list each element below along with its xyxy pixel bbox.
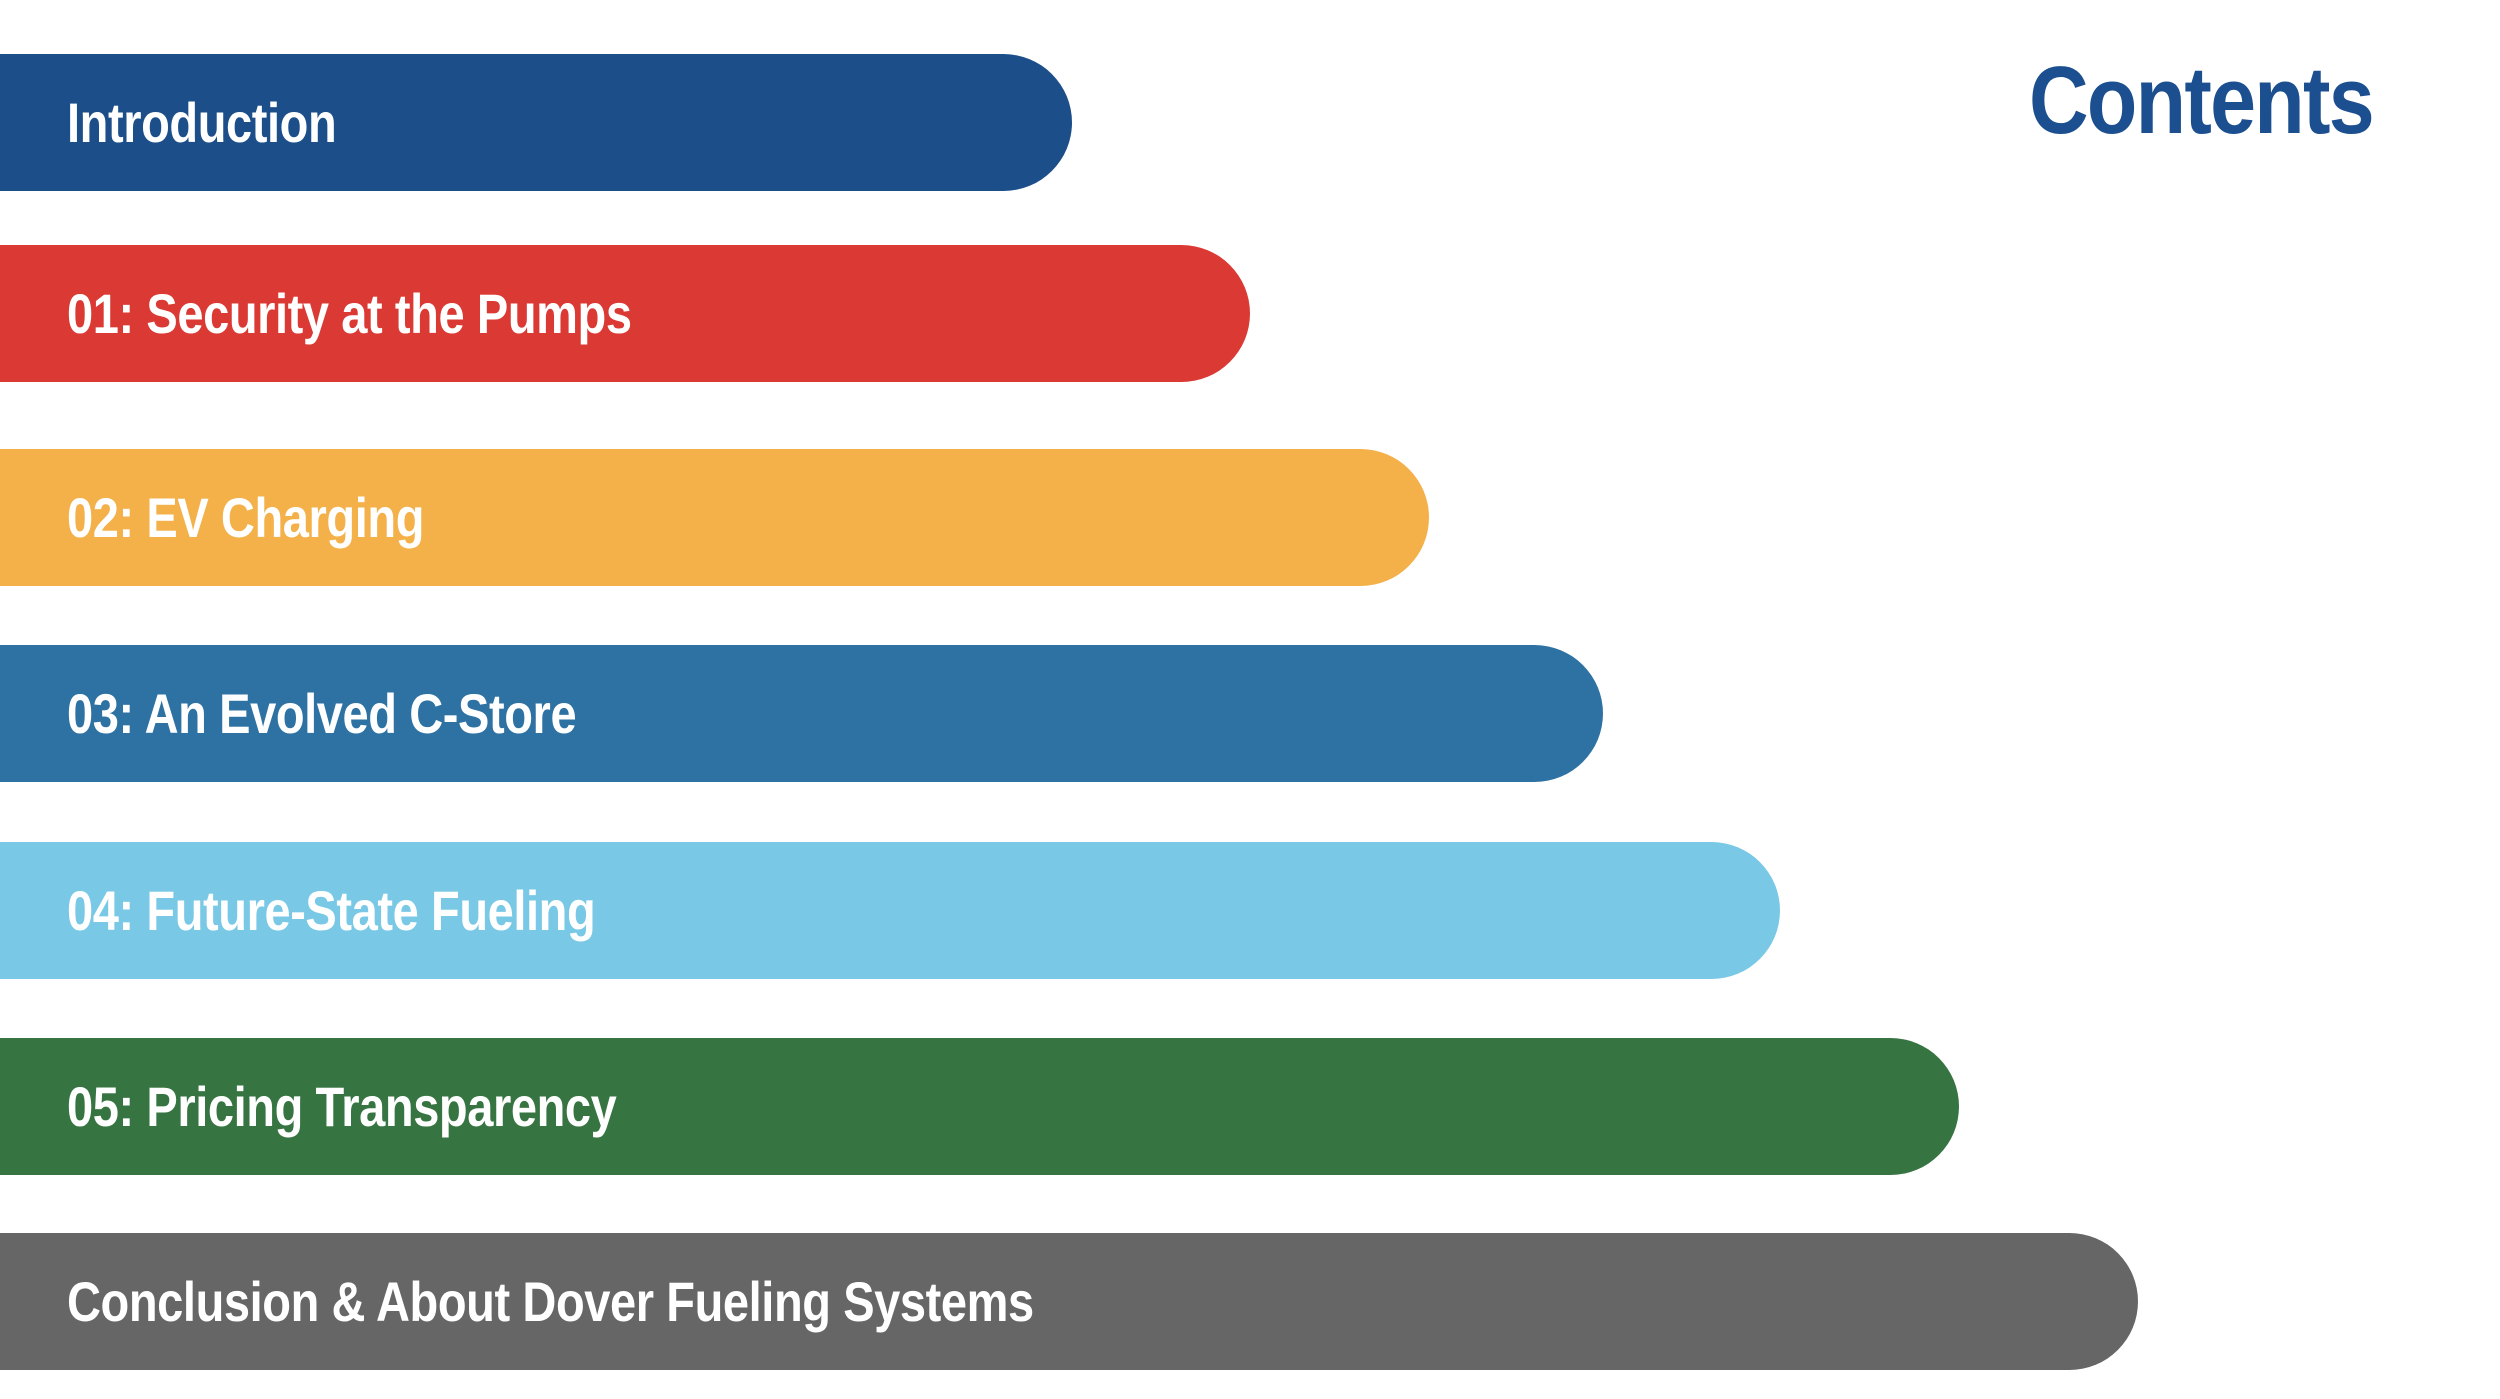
toc-item-label: 01: Security at the Pumps <box>67 282 632 345</box>
toc-item-label: Introduction <box>67 91 337 154</box>
toc-item-evolved-c-store[interactable]: 03: An Evolved C-Store <box>0 645 1603 782</box>
toc-item-future-state-fueling[interactable]: 04: Future-State Fueling <box>0 842 1780 979</box>
toc-item-label: 03: An Evolved C-Store <box>67 682 577 745</box>
toc-item-label: 05: Pricing Transparency <box>67 1075 617 1138</box>
toc-item-label: 02: EV Charging <box>67 486 425 549</box>
toc-item-ev-charging[interactable]: 02: EV Charging <box>0 449 1429 586</box>
toc-item-label: 04: Future-State Fueling <box>67 879 596 942</box>
toc-item-label: Conclusion & About Dover Fueling Systems <box>67 1270 1034 1333</box>
page-title: Contents <box>2029 47 2375 154</box>
toc-item-pricing-transparency[interactable]: 05: Pricing Transparency <box>0 1038 1959 1175</box>
toc-item-introduction[interactable]: Introduction <box>0 54 1072 191</box>
toc-item-security-at-the-pumps[interactable]: 01: Security at the Pumps <box>0 245 1250 382</box>
toc-item-conclusion[interactable]: Conclusion & About Dover Fueling Systems <box>0 1233 2138 1370</box>
